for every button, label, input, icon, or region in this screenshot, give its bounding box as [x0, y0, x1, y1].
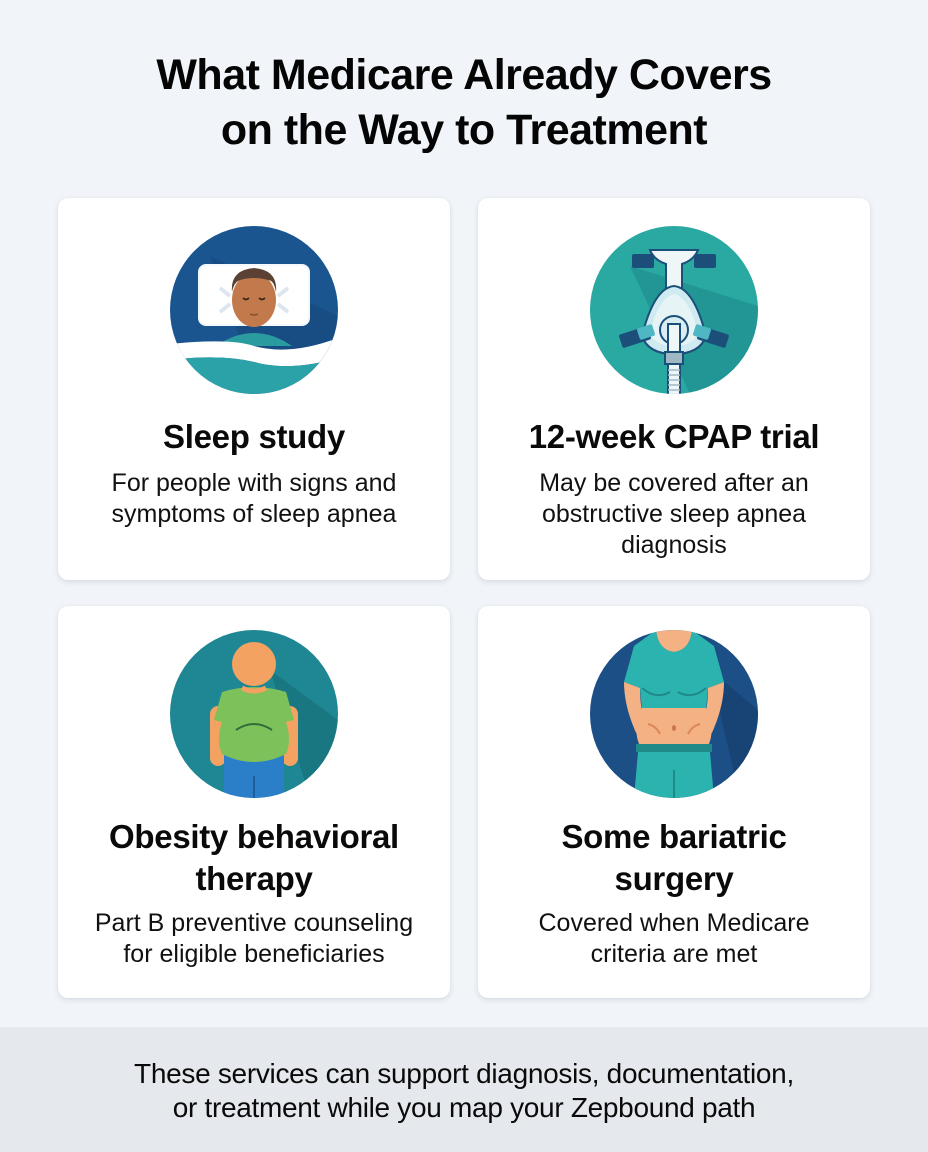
card-cpap-trial: 12-week CPAP trial May be covered after …	[478, 198, 870, 580]
belly-torso-icon	[590, 630, 758, 798]
cpap-mask-icon	[590, 226, 758, 394]
card-description: For people with signs and symptoms of sl…	[78, 468, 430, 530]
card-title: Sleep study	[163, 418, 345, 455]
desc-line: symptoms of sleep apnea	[111, 500, 397, 528]
card-sleep-study: Sleep study For people with signs and sy…	[58, 198, 450, 580]
card-bariatric-surgery: Some bariatric surgery Covered when Medi…	[478, 606, 870, 998]
desc-line: Covered when Medicare	[538, 909, 810, 937]
footer-banner: These services can support diagnosis, do…	[0, 1027, 928, 1152]
card-title: 12-week CPAP trial	[528, 418, 820, 455]
title-line: Obesity behavioral	[109, 818, 399, 855]
title-line: surgery	[614, 860, 734, 897]
desc-line: For people with signs and	[111, 469, 397, 497]
desc-line: criteria are met	[590, 940, 758, 968]
title-line: Some bariatric	[561, 818, 787, 855]
desc-line: obstructive sleep apnea	[541, 500, 807, 528]
desc-line: Part B preventive counseling	[94, 909, 414, 937]
desc-line: diagnosis	[621, 531, 727, 559]
footer-line: or treatment while you map your Zepbound…	[172, 1092, 756, 1123]
footer-text: These services can support diagnosis, do…	[0, 1057, 928, 1125]
sleeping-person-icon	[170, 226, 338, 394]
card-description: Part B preventive counseling for eligibl…	[78, 908, 430, 970]
page-title: What Medicare Already Covers on the Way …	[0, 48, 928, 158]
footer-line: These services can support diagnosis, do…	[134, 1058, 794, 1089]
card-description: Covered when Medicare criteria are met	[498, 908, 850, 970]
card-title: Some bariatric surgery	[488, 816, 860, 900]
card-obesity-therapy: Obesity behavioral therapy Part B preven…	[58, 606, 450, 998]
desc-line: for eligible beneficiaries	[123, 940, 385, 968]
title-line-2: on the Way to Treatment	[220, 106, 708, 154]
card-description: May be covered after an obstructive slee…	[498, 468, 850, 561]
card-title: Obesity behavioral therapy	[68, 816, 440, 900]
title-line: therapy	[195, 860, 313, 897]
desc-line: May be covered after an	[539, 469, 809, 497]
title-line-1: What Medicare Already Covers	[156, 51, 772, 99]
obese-person-icon	[170, 630, 338, 798]
